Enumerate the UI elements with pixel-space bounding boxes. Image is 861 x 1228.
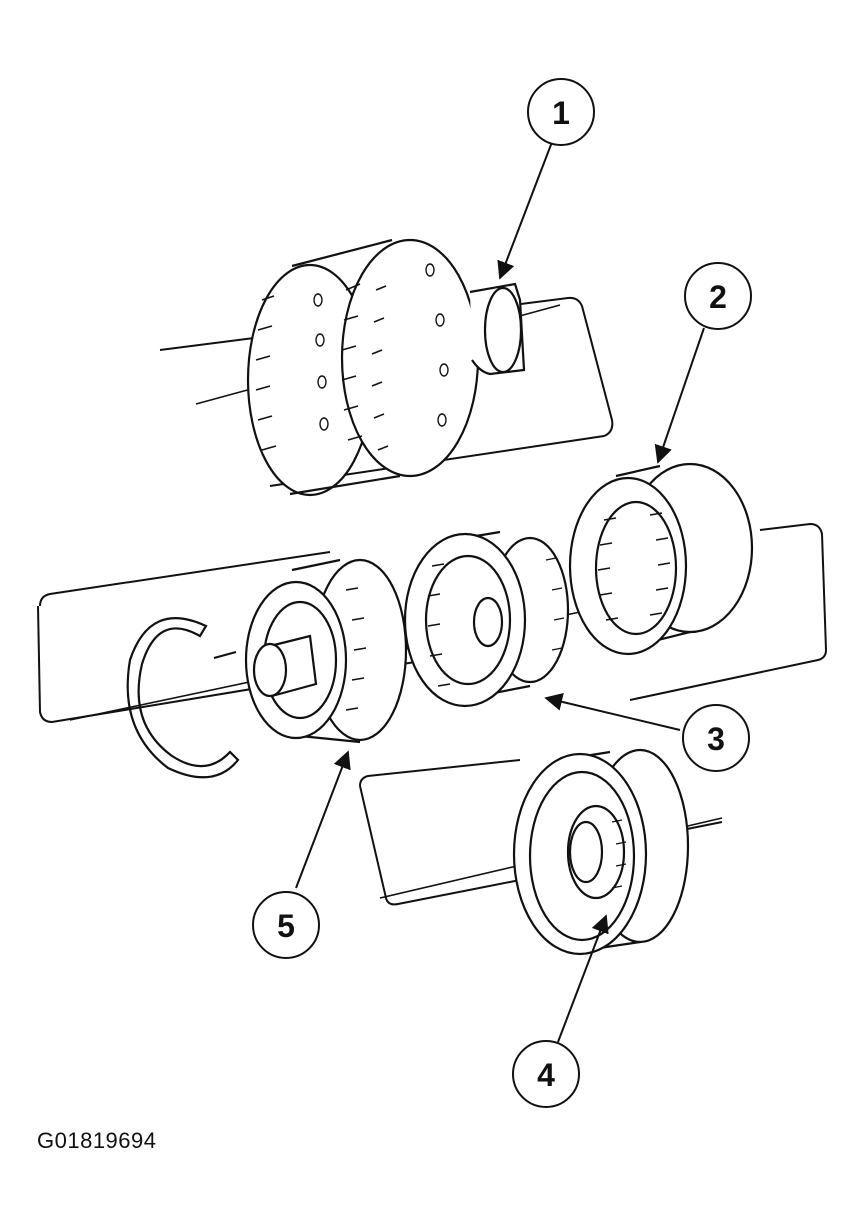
callout-4: 4 [512,1040,580,1108]
callout-1-number: 1 [552,95,570,131]
snap-ring [126,617,240,779]
figure-id-label: G01819694 [37,1128,157,1153]
callout-3: 3 [682,704,750,772]
part-4-reverse-drum [512,748,690,956]
part-1-clutch-drum [246,238,526,497]
callout-2: 2 [684,262,752,330]
background-panel-bottom [359,759,723,906]
callout-4-number: 4 [537,1057,555,1093]
callout-5-number: 5 [277,908,295,944]
part-2-ring-gear [568,462,754,656]
callout-1: 1 [527,78,595,146]
callout-3-number: 3 [707,721,725,757]
leader-lines [295,141,705,1043]
background-panel-top [159,296,614,487]
callout-5: 5 [252,891,320,959]
callout-2-number: 2 [709,279,727,315]
part-5-sun-gear-shell [244,558,408,744]
background-panel-middle [37,522,828,724]
part-3-planet-carrier [403,530,570,708]
